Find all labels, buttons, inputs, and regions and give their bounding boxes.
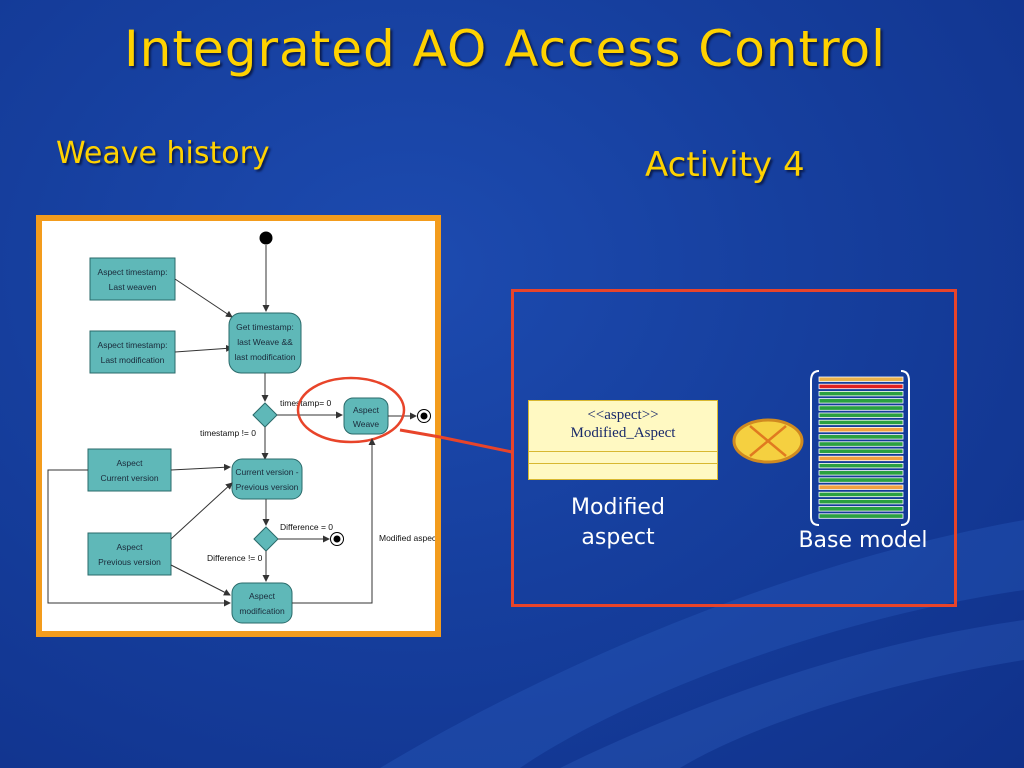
slide-title: Integrated AO Access Control [123,20,887,78]
aspect-weave-node: Aspect Weave [343,397,389,435]
svg-text:last modification: last modification [235,352,296,362]
base-model-stripe [818,498,904,505]
base-model-stripe [818,419,904,426]
base-model-stripe [818,477,904,483]
svg-text:Get timestamp:: Get timestamp: [236,322,294,332]
difference-nonzero-label: Difference != 0 [207,553,263,563]
weave-history-heading: Weave history [56,136,270,171]
end-node-weave [417,409,431,423]
modified-aspect-caption: Modified aspect [571,495,665,550]
base-model-stripe [818,491,904,498]
aspect-current-version-node: Aspect Current version [87,448,172,492]
timestamp-nonzero-label: timestamp != 0 [200,428,256,438]
svg-text:Aspect: Aspect [353,405,380,415]
svg-text:Aspect timestamp:: Aspect timestamp: [98,340,168,350]
weave-operator-icon [732,418,804,464]
activity-box [511,289,957,607]
aspect-previous-version-node: Aspect Previous version [87,532,172,576]
svg-text:Last modification: Last modification [101,355,165,365]
base-model-stripe [818,376,904,382]
svg-text:Previous version: Previous version [236,482,299,492]
base-model-stripe [818,412,904,418]
svg-text:Weave: Weave [353,419,380,429]
base-model-stripe [818,448,904,454]
svg-text:modification: modification [239,606,285,616]
aspect-modification-node: Aspect modification [231,582,293,624]
weave-history-diagram: Aspect timestamp: Last weaven Aspect tim… [42,221,435,631]
base-model-stripe [818,463,904,469]
base-model-icon [810,370,910,526]
svg-text:Aspect timestamp:: Aspect timestamp: [98,267,168,277]
get-timestamp-node: Get timestamp: last Weave && last modifi… [228,312,302,374]
end-node-difference [330,532,344,546]
activity-heading: Activity 4 [645,145,805,185]
base-model-stripe [818,405,904,411]
aspect-stereotype: <<aspect>> [587,407,659,423]
svg-text:Aspect: Aspect [117,458,144,468]
svg-text:Aspect: Aspect [249,591,276,601]
svg-text:Last weaven: Last weaven [109,282,157,292]
start-node [259,231,273,245]
base-model-stripe [818,427,904,433]
aspect-timestamp-weaven-node: Aspect timestamp: Last weaven [89,257,176,301]
highlight-ellipse [296,376,406,444]
timestamp-zero-label: timestamp= 0 [280,398,332,408]
svg-text:Previous version: Previous version [98,557,161,567]
base-model-stripe [818,513,904,519]
difference-zero-label: Difference = 0 [280,522,333,532]
base-model-stripe [818,484,904,490]
svg-text:Aspect: Aspect [117,542,144,552]
modified-aspect-label: Modified aspect [379,533,435,543]
aspect-class-name: Modified_Aspect [570,425,676,441]
base-model-stripe [818,470,904,476]
base-model-stripe [818,398,904,404]
current-minus-previous-node: Current version - Previous version [231,458,303,500]
base-model-stripe [818,455,904,462]
base-model-stripe [818,383,904,390]
svg-text:Current version: Current version [100,473,158,483]
svg-text:last Weave &&: last Weave && [237,337,293,347]
base-model-stripe [818,441,904,447]
base-model-caption: Base model [798,528,928,553]
svg-text:Current version -: Current version - [235,467,298,477]
base-model-stripe [818,390,904,397]
base-model-stripe [818,506,904,512]
aspect-timestamp-modification-node: Aspect timestamp: Last modification [89,330,176,374]
weave-history-diagram-frame: Aspect timestamp: Last weaven Aspect tim… [36,215,441,637]
base-model-stripe [818,434,904,440]
modified-aspect-class: <<aspect>> Modified_Aspect [528,400,718,480]
